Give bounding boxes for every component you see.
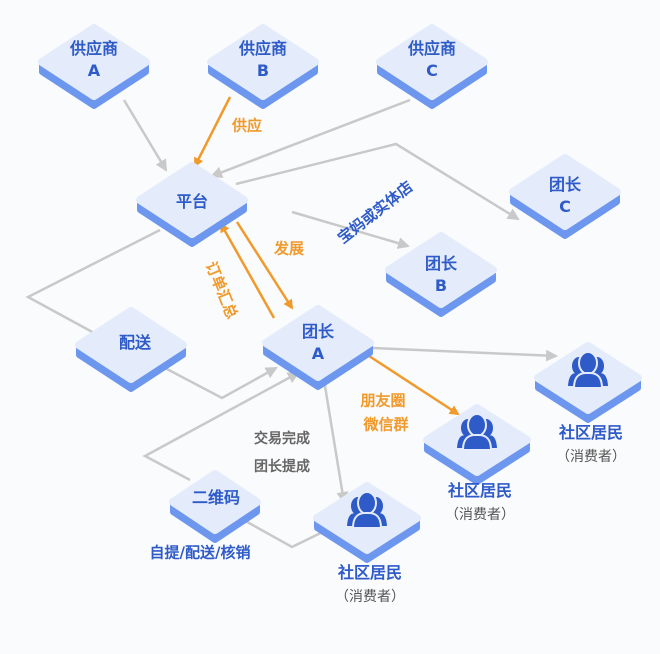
edge-supply (193, 96, 232, 168)
resident-label-2: 社区居民 （消费者） (445, 479, 515, 527)
node-leader-b[interactable]: 团长 B (425, 253, 457, 297)
node-supplier-b[interactable]: 供应商 B (239, 38, 287, 82)
tile-supplier-a (38, 24, 150, 109)
tile-top (376, 24, 488, 100)
node-label: 团长 (548, 175, 582, 194)
resident-sub: （消费者） (335, 589, 405, 605)
node-label: 团长 (301, 322, 335, 341)
edge-platform-leader-c (235, 142, 520, 221)
tile-resident-3 (313, 482, 421, 563)
tile-supplier-b (207, 24, 319, 109)
people-icon (568, 351, 608, 389)
node-label: 团长 (424, 254, 458, 273)
tile-top (136, 162, 248, 238)
node-platform[interactable]: 平台 (175, 192, 209, 211)
node-label: 供应商 (238, 39, 288, 58)
resident-sub: （消费者） (556, 449, 626, 465)
tile-top (262, 305, 374, 381)
tile-leader-a (262, 305, 374, 390)
edge-develop (235, 221, 294, 310)
node-label: C (426, 61, 438, 80)
tile-delivery (75, 307, 187, 392)
resident-label-1: 社区居民 （消费者） (556, 421, 626, 469)
tile-top (385, 232, 497, 308)
resident-name: 社区居民 (447, 481, 512, 500)
node-supplier-a[interactable]: 供应商 A (70, 38, 118, 82)
tile-leader-b (385, 232, 497, 317)
edge-leader-a-resident-3 (322, 379, 349, 504)
label-commission: 团长提成 (254, 459, 310, 475)
tile-top (509, 154, 621, 230)
tile-top (75, 307, 187, 383)
node-label: B (256, 61, 270, 80)
node-delivery[interactable]: 配送 (118, 333, 152, 352)
label-deal-done: 交易完成 (254, 431, 310, 447)
edge-leader-a-resident-1 (371, 346, 558, 362)
node-label: B (434, 276, 448, 295)
tile-supplier-c (376, 24, 488, 109)
edge-delivery-leader-a (164, 366, 278, 400)
label-pickup: 自提/配送/核销 (149, 543, 251, 562)
node-supplier-c[interactable]: 供应商 C (408, 38, 456, 82)
tile-resident-1 (534, 342, 642, 423)
resident-name: 社区居民 (558, 423, 623, 442)
edge-supplier-c-platform (210, 98, 411, 179)
label-develop: 发展 (273, 239, 305, 258)
edge-qrcode-resident (239, 516, 335, 549)
tile-qrcode (169, 470, 261, 543)
node-label: C (559, 197, 571, 216)
node-label: A (87, 61, 101, 80)
resident-label-3: 社区居民 （消费者） (335, 561, 405, 609)
people-icon (457, 413, 497, 451)
node-label: A (311, 344, 325, 363)
edge-supplier-a-platform (122, 99, 168, 172)
label-wechat-group: 微信群 (363, 415, 409, 434)
node-leader-c[interactable]: 团长 C (549, 174, 581, 218)
tile-top (207, 24, 319, 100)
tile-top (169, 470, 261, 534)
node-label: 供应商 (407, 39, 457, 58)
label-supply: 供应 (231, 116, 263, 135)
node-leader-a[interactable]: 团长 A (302, 321, 334, 365)
resident-name: 社区居民 (337, 563, 402, 582)
edge-platform-delivery (25, 228, 161, 336)
edge-qrcode-leader-a (142, 371, 300, 482)
node-label: 供应商 (69, 39, 119, 58)
edge-leader-a-resident-2 (365, 352, 460, 416)
tile-leader-c (509, 154, 621, 239)
tile-resident-2 (423, 404, 531, 485)
tile-top (38, 24, 150, 100)
node-qrcode[interactable]: 二维码 (191, 488, 241, 507)
tile-platform (136, 162, 248, 247)
label-moments: 朋友圈 (360, 391, 406, 410)
people-icon (347, 491, 387, 529)
edge-platform-leader-b (291, 210, 410, 249)
edge-order-summary (219, 222, 276, 319)
resident-sub: （消费者） (445, 507, 515, 523)
